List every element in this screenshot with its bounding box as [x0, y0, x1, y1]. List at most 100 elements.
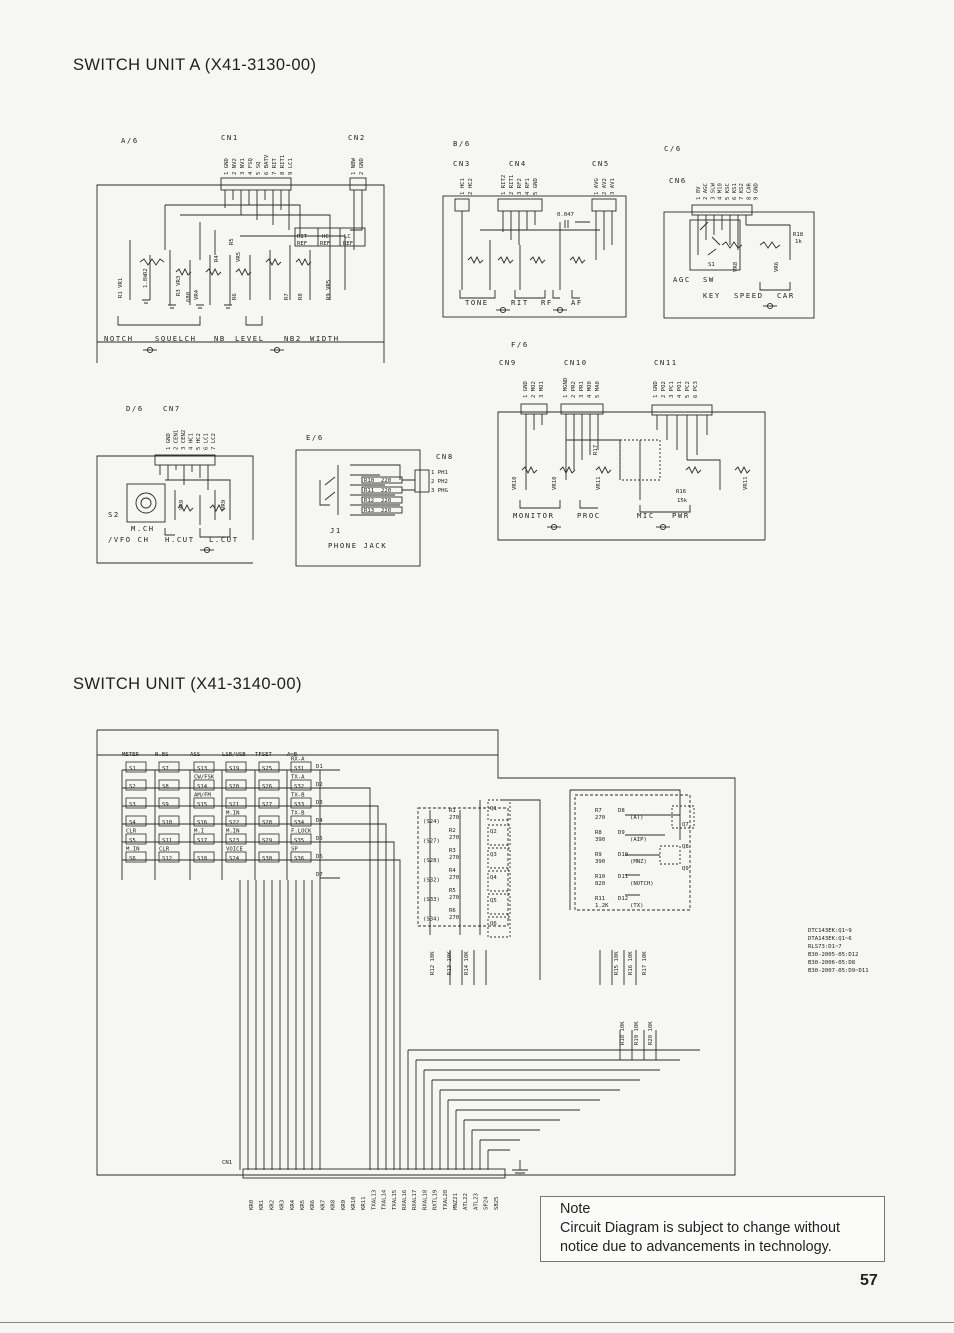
switch-unit-board	[96, 729, 736, 1179]
transistor-block-value: 270	[449, 895, 459, 901]
keypad-switch-label: S19	[229, 766, 239, 772]
keypad-switch-label: S13	[197, 766, 207, 772]
transistor-block-resistor: R2	[449, 828, 456, 834]
switch-unit-cn1-pin: KR6	[310, 1200, 316, 1210]
keypad-switch-box	[158, 779, 180, 791]
keypad-switch-label: S11	[162, 838, 172, 844]
section-d-board	[96, 454, 254, 564]
section-a-part-label: 680	[186, 292, 192, 302]
keypad-switch-box	[290, 761, 312, 773]
section-c-part-label: VR8	[733, 261, 739, 272]
keypad-switch-label: S33	[294, 802, 304, 808]
keypad-switch-label: S12	[162, 856, 172, 862]
section-f-caption: PROC	[577, 511, 601, 520]
led-block-function: (MNZ)	[630, 859, 647, 865]
keypad-key-label: CLR	[159, 847, 170, 853]
section-a-part-label: REF	[320, 241, 331, 247]
cn6-pin-label: 7 KS2	[739, 183, 745, 200]
cn1-pin-label: 7 RIT	[272, 158, 278, 175]
switch-unit-heading: SWITCH UNIT (X41-3140-00)	[73, 675, 302, 693]
keypad-switch-label: S17	[197, 838, 207, 844]
keypad-switch-box	[258, 851, 280, 863]
cn1-pin-label: 6 BATV	[264, 154, 270, 175]
keypad-switch-box	[158, 833, 180, 845]
switch-unit-cn1-pin: ATL23	[473, 1193, 479, 1210]
cn6-pin-label: 3 SLW	[710, 183, 716, 200]
pullup-resistor-label: R18 10K	[620, 1021, 626, 1045]
keypad-switch-label: S23	[229, 838, 239, 844]
section-f-part-label: 15k	[677, 498, 688, 504]
keypad-diode-label: D3	[316, 800, 323, 806]
keypad-key-label: M.IN	[226, 829, 239, 835]
keypad-key-label: RX-A	[291, 757, 305, 763]
keypad-switch-box	[125, 833, 147, 845]
section-d-caption: M.CH	[131, 524, 155, 533]
keypad-switch-label: S26	[262, 784, 272, 790]
cn6-pin-label: 1 8V	[696, 186, 702, 200]
switch-unit-cn1-pin: KR5	[300, 1200, 306, 1210]
keypad-key-label: VOICE	[226, 847, 243, 853]
cn6-pin-label: 6 KS1	[732, 183, 738, 200]
switch-unit-cn1-pin: TXAL14	[382, 1189, 388, 1210]
keypad-switch-label: S7	[162, 766, 169, 772]
keypad-switch-box	[290, 797, 312, 809]
keypad-switch-label: S28	[262, 820, 273, 826]
keypad-switch-box	[258, 779, 280, 791]
led-block-diode: D9	[618, 830, 625, 836]
cn10-pin-label: 3 PR1	[579, 381, 585, 398]
cn4-pin-label: 1 RIT2	[501, 175, 507, 195]
section-e-resistor-value: 220	[381, 488, 391, 494]
led-block-function: (NOTCH)	[630, 881, 654, 887]
transistor-block-transistor: Q2	[490, 829, 497, 835]
keypad-key-label: TX-A	[291, 775, 305, 781]
cn3-pin-label: 1 HC1	[460, 178, 466, 195]
keypad-switch-label: S22	[229, 820, 239, 826]
led-block-resistor: R9	[595, 852, 602, 858]
led-block-resistor: R8	[595, 830, 602, 836]
cn1-pin-label: 5 SQ	[256, 161, 262, 175]
transistor-block-transistor: Q4	[490, 875, 497, 881]
transistor-block-switch: (S32)	[423, 878, 440, 884]
section-a-caption: WIDTH	[310, 334, 340, 343]
led-block-diode: D11	[618, 874, 628, 880]
capacitor-value: 0.047	[557, 212, 574, 218]
switch-unit-cn1-pin: KR3	[280, 1200, 286, 1210]
led-block-value: 270	[595, 815, 605, 821]
section-c-caption: CAR	[777, 291, 795, 300]
keypad-key-label: M.IN	[226, 811, 239, 817]
keypad-switch-box	[258, 815, 280, 827]
section-b-caption: RIT	[511, 298, 529, 307]
keypad-switch-box	[193, 797, 215, 809]
led-block-function: (AIP)	[630, 837, 647, 843]
section-c-caption: AGC	[673, 275, 691, 284]
keypad-diode-label: D5	[316, 836, 323, 842]
keypad-switch-box	[290, 851, 312, 863]
section-a-part-label: R4	[214, 255, 220, 262]
cn2-pin-label: 1 NBW	[351, 158, 357, 175]
cn11-pin-label: 1 GND	[653, 381, 659, 398]
section-a-part-label: VR4	[194, 289, 200, 300]
switch-unit-cn1-pin: KR7	[320, 1200, 326, 1210]
cn2-label: CN2	[348, 133, 366, 142]
switch-unit-cn1-pin: KR8	[331, 1199, 337, 1210]
switch-unit-cn1-pin: TXAL20	[443, 1190, 449, 1210]
transistor-block-value: 270	[449, 855, 459, 861]
cn7-pin-label: 7 LC2	[211, 433, 217, 450]
section-e-resistor-value: 220	[381, 478, 391, 484]
keypad-diode-label: D7	[316, 872, 323, 878]
section-c-part-label: 1k	[795, 239, 802, 245]
keypad-key-label: CW/FSK	[194, 775, 215, 781]
keypad-switch-label: S36	[294, 856, 304, 862]
cn1-pin-label: 8 RIT1	[280, 155, 286, 175]
cn11-label: CN11	[654, 358, 678, 367]
keypad-switch-box	[193, 833, 215, 845]
led-block-value: 1.2K	[595, 903, 609, 909]
page-number: 57	[860, 1272, 878, 1289]
keypad-column-header: TFSET	[255, 752, 272, 758]
cn10-pin-label: 1 MGND	[563, 377, 569, 398]
